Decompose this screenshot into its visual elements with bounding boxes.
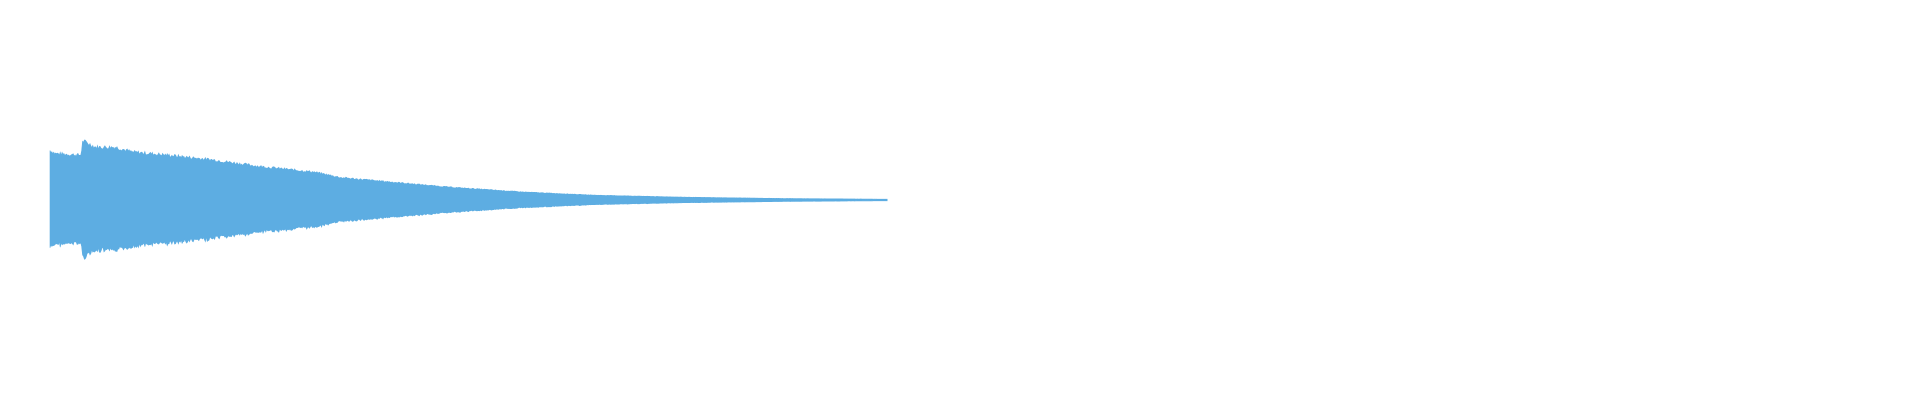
- waveform-fill: [49, 139, 888, 260]
